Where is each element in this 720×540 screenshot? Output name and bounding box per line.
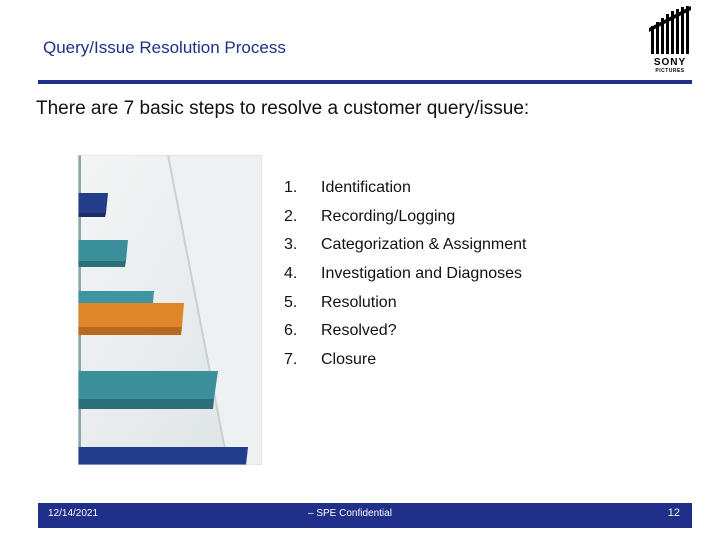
footer-date: 12/14/2021 [48, 508, 99, 519]
company-logo: SONY PICTURES [644, 4, 696, 76]
footer-bar: 12/14/2021 – SPE Confidential 12 [38, 503, 692, 528]
step-number: 7. [284, 351, 298, 369]
step-label: Identification [321, 179, 411, 196]
logo-text: SONY [653, 57, 687, 68]
step-number: 5. [284, 293, 298, 311]
staircase-image [78, 155, 262, 465]
step-label: Categorization & Assignment [321, 236, 527, 254]
step-number: 2. [284, 207, 298, 225]
header-divider [38, 80, 692, 84]
steps-list: 1. Identification 2. Recording/Logging 3. C… [284, 176, 526, 377]
logo-subtext: PICTURES [655, 68, 685, 74]
step-label: Recording/Logging [321, 207, 456, 225]
film-reel-logo-icon [647, 4, 693, 56]
step-label: Resolved? [321, 322, 397, 340]
list-item: 3. Categorization & Assignment [284, 233, 526, 262]
list-item: 5. Resolution [284, 291, 526, 320]
list-item: 7. Closure [284, 348, 526, 377]
list-item: 6. Resolved? [284, 319, 526, 348]
list-item: 2. Recording/Logging [284, 205, 526, 234]
step-number: 6. [284, 322, 298, 340]
footer-confidential: – SPE Confidential [308, 508, 392, 519]
list-item: 4. Investigation and Diagnoses [284, 262, 526, 291]
step-number: 1. [284, 179, 298, 196]
step-label: Investigation and Diagnoses [321, 265, 523, 283]
step-label: Resolution [321, 293, 397, 311]
intro-text: There are 7 basic steps to resolve a cus… [36, 98, 530, 119]
step-number: 3. [284, 236, 298, 254]
list-item: 1. Identification [284, 176, 526, 205]
page-number: 12 [667, 507, 680, 519]
step-label: Closure [321, 351, 377, 369]
step-number: 4. [284, 265, 298, 283]
page-title: Query/Issue Resolution Process [43, 38, 286, 57]
